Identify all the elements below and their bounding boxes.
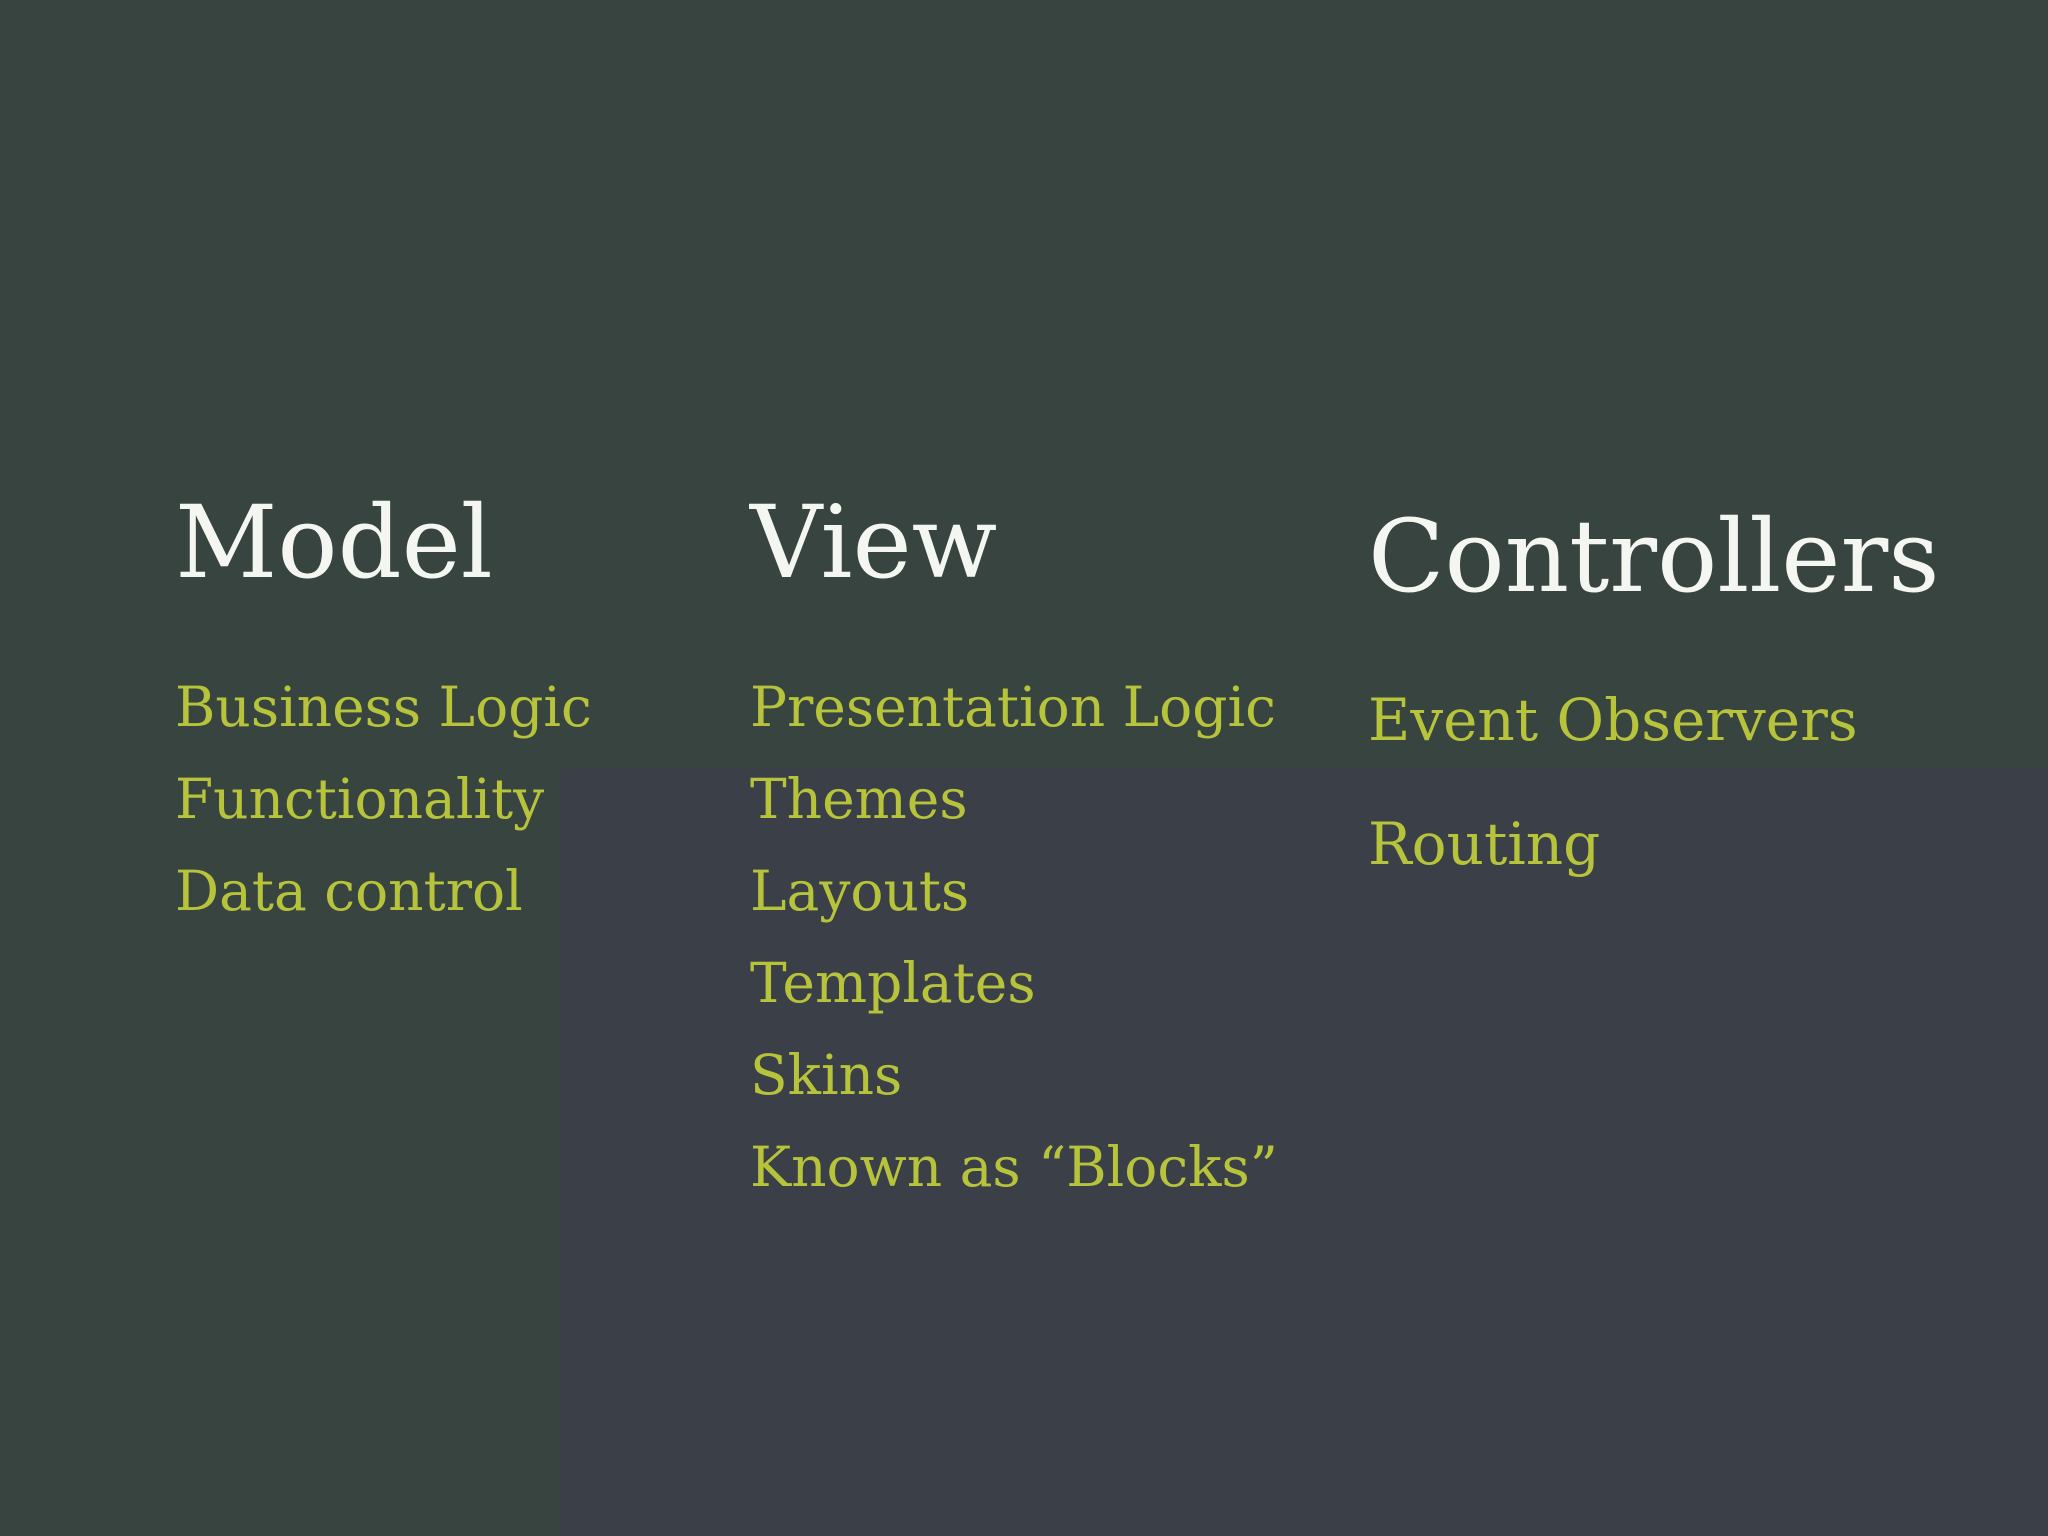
column-model: Model Business Logic Functionality Data … — [175, 0, 735, 1536]
column-model-title: Model — [175, 484, 493, 601]
column-view-list: Presentation Logic Themes Layouts Templa… — [750, 661, 1278, 1213]
list-item: Templates — [750, 951, 1036, 1015]
list-item: Functionality — [175, 767, 545, 831]
list-item: Themes — [750, 767, 968, 831]
list-item: Business Logic — [175, 675, 592, 739]
list-item: Known as “Blocks” — [750, 1135, 1278, 1199]
list-item: Presentation Logic — [750, 675, 1276, 739]
list-item: Event Observers — [1368, 686, 1858, 754]
column-controllers: Controllers Event Observers Routing — [1368, 0, 2008, 1536]
list-item: Data control — [175, 859, 523, 923]
background-lower-right-panel — [560, 768, 2048, 1536]
column-controllers-list: Event Observers Routing — [1368, 658, 1858, 906]
column-view-title: View — [750, 484, 998, 601]
list-item: Skins — [750, 1043, 903, 1107]
column-controllers-title: Controllers — [1368, 498, 1940, 615]
column-view: View Presentation Logic Themes Layouts T… — [750, 0, 1350, 1536]
list-item: Routing — [1368, 810, 1601, 878]
list-item: Layouts — [750, 859, 970, 923]
column-model-list: Business Logic Functionality Data contro… — [175, 661, 592, 937]
